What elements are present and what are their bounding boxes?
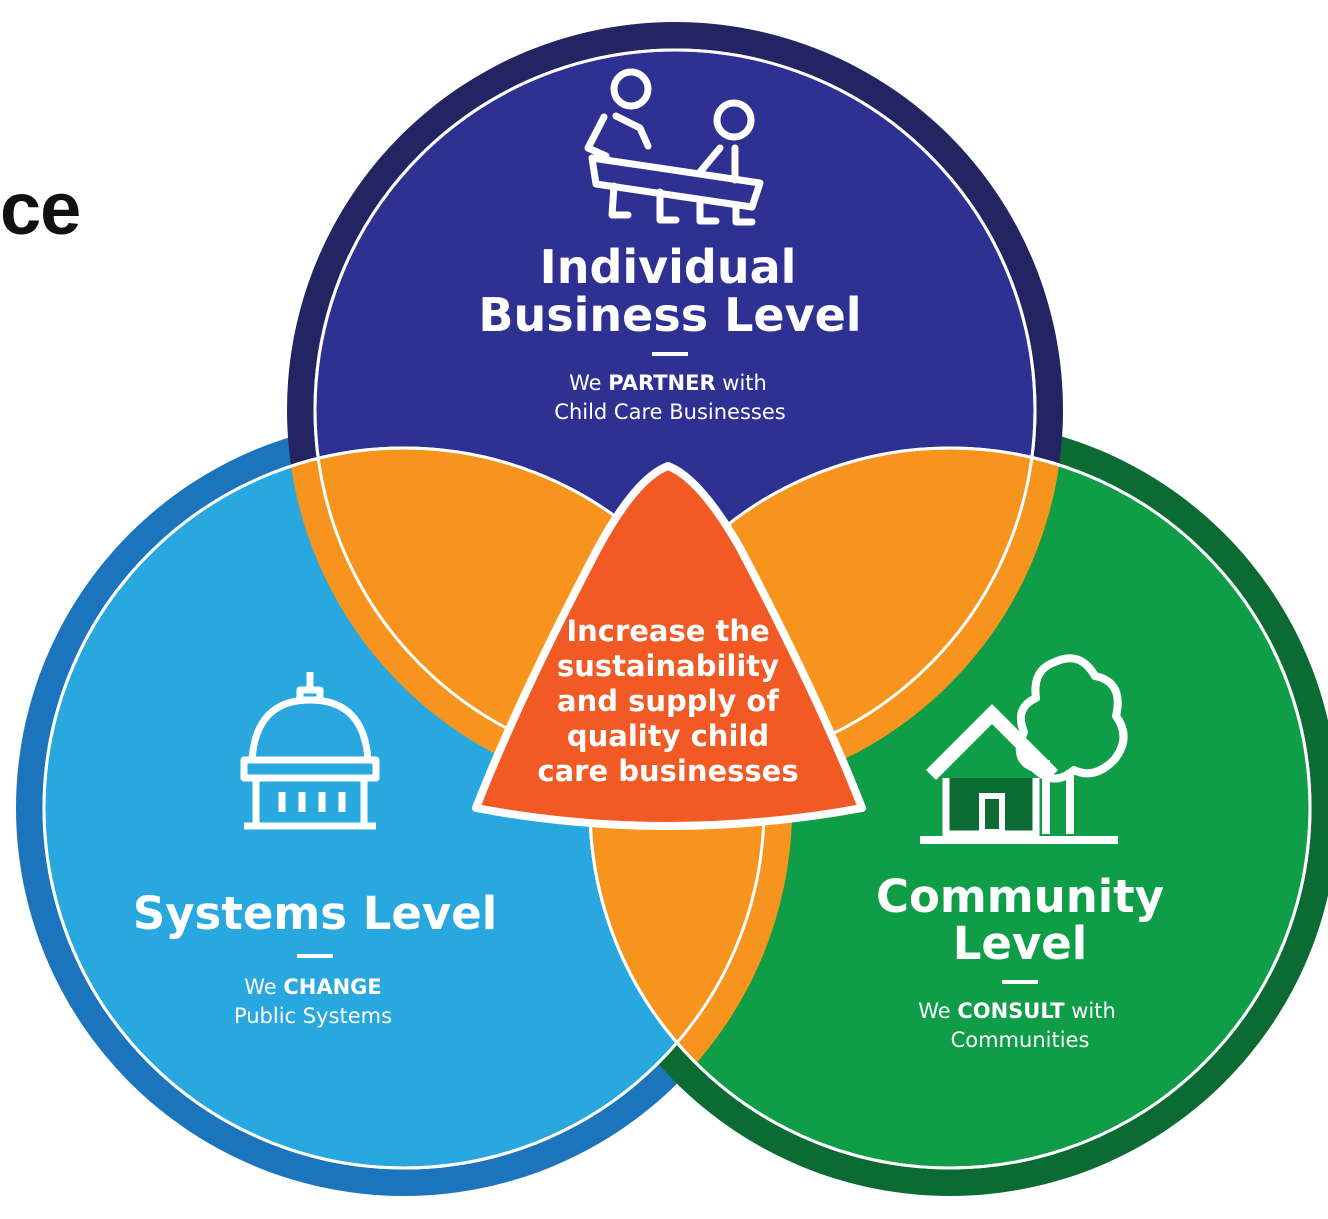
center-line-3: and supply of xyxy=(557,684,779,718)
center-line-2: sustainability xyxy=(557,649,779,683)
individual-title-line1: Individual xyxy=(540,240,797,294)
house-and-tree-icon xyxy=(920,654,1128,844)
community-subtitle-line2: Communities xyxy=(951,1028,1090,1052)
systems-title: Systems Level xyxy=(133,887,497,940)
community-title-line2: Level xyxy=(953,917,1087,970)
systems-divider xyxy=(297,954,333,958)
systems-subtitle-line1: We CHANGE xyxy=(244,975,382,999)
community-subtitle-line1: We CONSULT with xyxy=(918,999,1116,1023)
individual-subtitle-line2: Child Care Businesses xyxy=(554,400,785,424)
center-line-1: Increase the xyxy=(566,614,769,648)
systems-subtitle-line2: Public Systems xyxy=(234,1004,392,1028)
individual-subtitle-line1: We PARTNER with xyxy=(569,371,767,395)
capitol-building-icon xyxy=(240,672,380,830)
community-divider xyxy=(1002,980,1038,984)
two-people-carrying-table-icon xyxy=(584,68,764,226)
individual-divider xyxy=(652,352,688,356)
page-heading-fragment: ce xyxy=(0,167,81,250)
center-line-5: care businesses xyxy=(537,754,798,788)
center-line-4: quality child xyxy=(567,719,769,753)
center-triangle xyxy=(472,462,866,830)
individual-title-line2: Business Level xyxy=(478,288,861,342)
community-title-line1: Community xyxy=(876,870,1164,923)
